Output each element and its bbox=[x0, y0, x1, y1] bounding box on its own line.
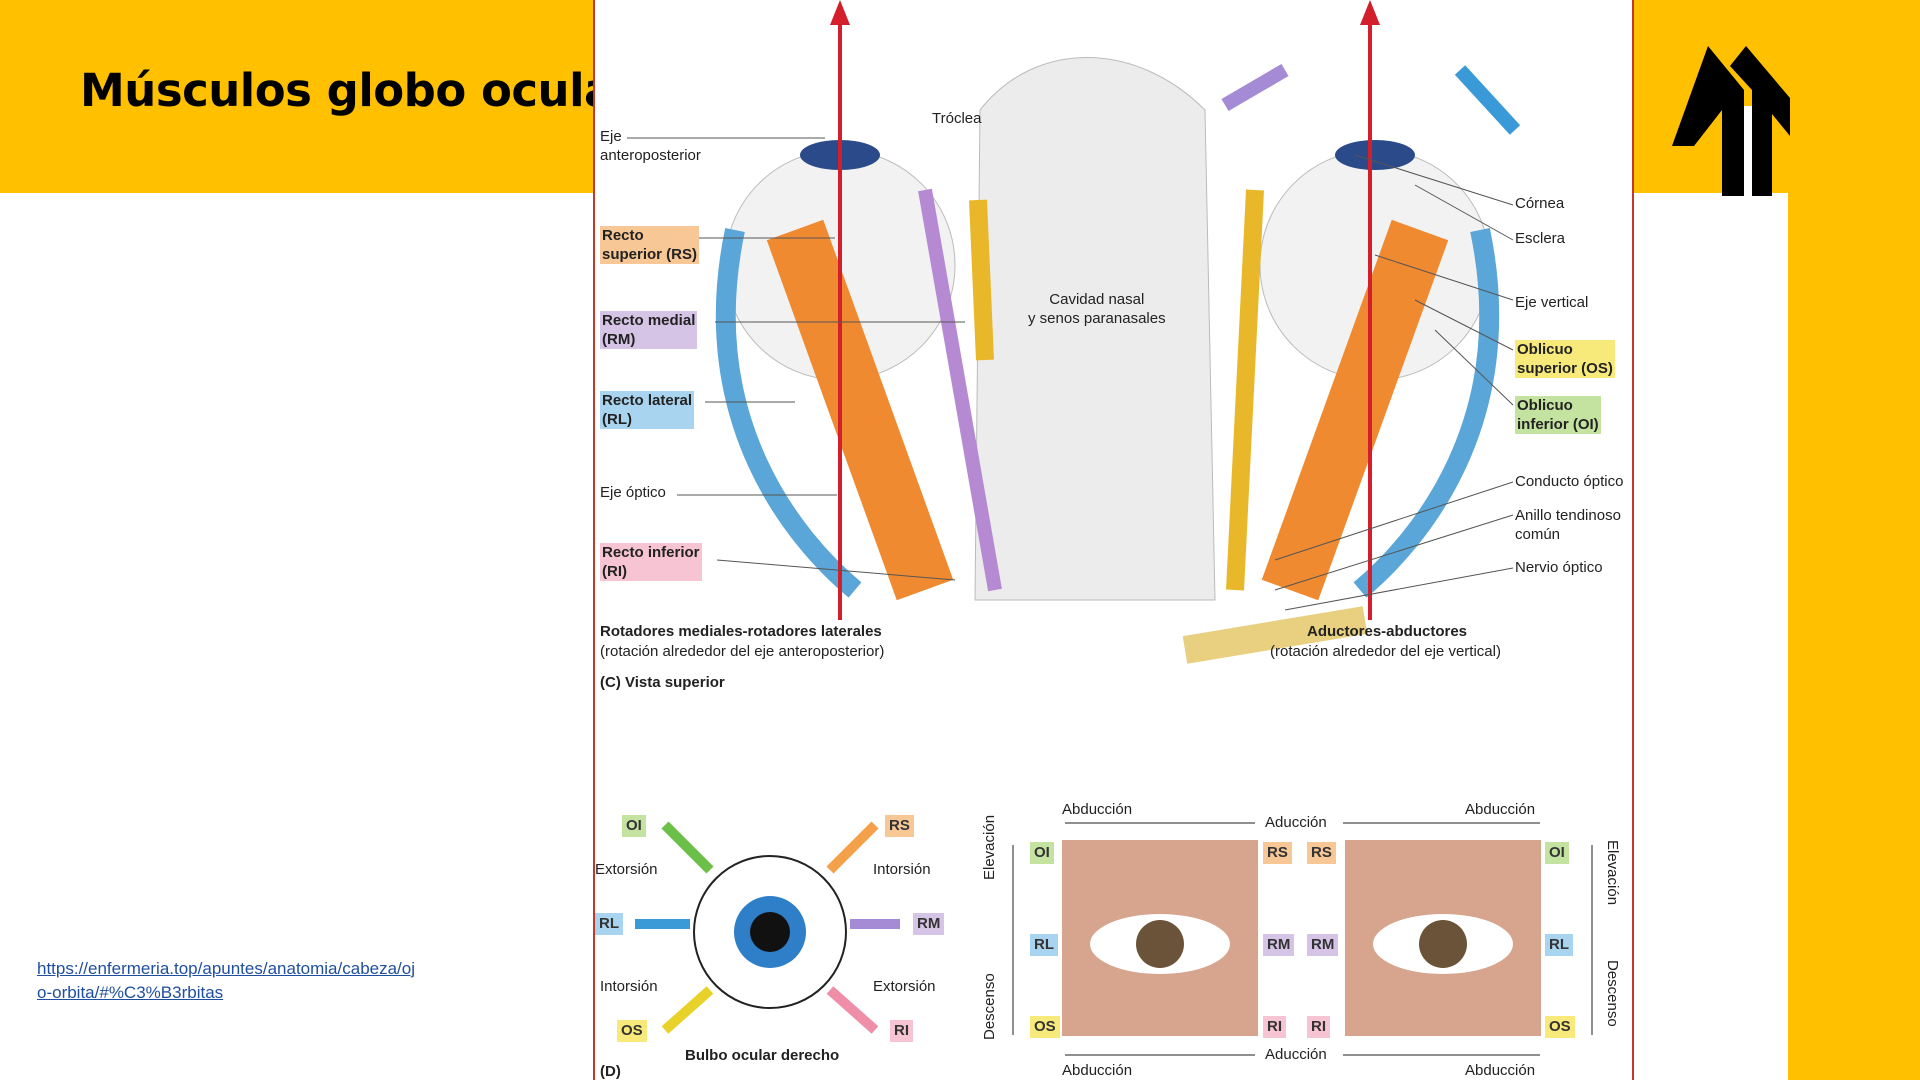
label-elevacion-right: Elevación bbox=[1604, 840, 1621, 906]
photo-box-oi-right: OI bbox=[1545, 842, 1569, 864]
label-descenso-right: Descenso bbox=[1604, 960, 1621, 1027]
box-os: OS bbox=[617, 1020, 647, 1042]
caption-rotadores-detail: (rotación alrededor del eje anteroposter… bbox=[600, 643, 885, 660]
label-recto-superior: Recto superior (RS) bbox=[600, 226, 700, 264]
title-band bbox=[0, 0, 593, 193]
photo-box-oi-left: OI bbox=[1030, 842, 1054, 864]
label-esclera: Esclera bbox=[1515, 230, 1566, 247]
box-oi: OI bbox=[622, 815, 646, 837]
label-recto-lateral-text: Recto lateral (RL) bbox=[600, 391, 695, 429]
photo-box-rl-left: RL bbox=[1030, 934, 1058, 956]
label-eje-anteroposterior: Eje anteroposterior bbox=[600, 128, 701, 164]
panel-label-d: (D) bbox=[600, 1063, 621, 1080]
label-abduccion-top-right: Abducción bbox=[1465, 801, 1536, 818]
slide-title: Músculos globo ocular bbox=[80, 64, 636, 117]
box-rl: RL bbox=[595, 913, 623, 935]
label-recto-medial-text: Recto medial (RM) bbox=[600, 311, 698, 349]
label-cornea: Córnea bbox=[1515, 195, 1565, 212]
label-elevacion-left: Elevación bbox=[981, 814, 998, 880]
label-eje-vertical: Eje vertical bbox=[1515, 294, 1589, 311]
box-ri: RI bbox=[890, 1020, 913, 1042]
label-abduccion-bottom-left: Abducción bbox=[1062, 1062, 1133, 1079]
label-anillo-tendinoso: Anillo tendinoso común bbox=[1515, 507, 1621, 543]
label-abduccion-top-left: Abducción bbox=[1062, 801, 1133, 818]
label-nervio-optico: Nervio óptico bbox=[1515, 559, 1603, 576]
label-recto-superior-text: Recto superior (RS) bbox=[600, 226, 700, 264]
label-troclea: Tróclea bbox=[932, 110, 982, 127]
box-rm: RM bbox=[913, 913, 945, 935]
box-rs: RS bbox=[885, 815, 914, 837]
photo-box-rm-left: RM bbox=[1263, 934, 1295, 956]
label-conducto-optico: Conducto óptico bbox=[1515, 473, 1624, 490]
caption-aductores: Aductores-abductores bbox=[1307, 623, 1468, 640]
label-aduccion-bottom: Aducción bbox=[1265, 1046, 1327, 1063]
double-up-arrow-icon bbox=[1672, 46, 1790, 196]
label-abduccion-bottom-right: Abducción bbox=[1465, 1062, 1536, 1079]
caption-aductores-detail: (rotación alrededor del eje vertical) bbox=[1270, 643, 1501, 660]
label-cavidad-nasal: Cavidad nasal y senos paranasales bbox=[1028, 291, 1166, 327]
caption-rotadores: Rotadores mediales-rotadores laterales bbox=[600, 623, 882, 640]
source-link[interactable]: https://enfermeria.top/apuntes/anatomia/… bbox=[37, 959, 416, 1002]
photo-box-ri-left: RI bbox=[1263, 1016, 1286, 1038]
label-oblicuo-inferior-text: Oblicuo inferior (OI) bbox=[1515, 396, 1601, 434]
label-recto-inferior-text: Recto inferior (RI) bbox=[600, 543, 702, 581]
photo-box-rs-left: RS bbox=[1263, 842, 1292, 864]
label-oblicuo-inferior: Oblicuo inferior (OI) bbox=[1515, 396, 1601, 434]
photo-box-os-left: OS bbox=[1030, 1016, 1060, 1038]
photo-box-rm-right: RM bbox=[1307, 934, 1339, 956]
panel-label-c: (C) Vista superior bbox=[600, 674, 725, 691]
photo-box-os-right: OS bbox=[1545, 1016, 1575, 1038]
right-accent-sidebar bbox=[1788, 193, 1920, 1080]
anatomy-illustration bbox=[627, 0, 1593, 1056]
label-extorsion-left: Extorsión bbox=[595, 861, 658, 878]
label-descenso-left: Descenso bbox=[981, 973, 998, 1040]
label-recto-inferior: Recto inferior (RI) bbox=[600, 543, 702, 581]
label-recto-lateral: Recto lateral (RL) bbox=[600, 391, 695, 429]
label-oblicuo-superior: Oblicuo superior (OS) bbox=[1515, 340, 1615, 378]
photo-box-rl-right: RL bbox=[1545, 934, 1573, 956]
caption-bulbo-ocular: Bulbo ocular derecho bbox=[685, 1047, 840, 1064]
label-extorsion-right: Extorsión bbox=[873, 978, 936, 995]
photo-box-ri-right: RI bbox=[1307, 1016, 1330, 1038]
label-recto-medial: Recto medial (RM) bbox=[600, 311, 698, 349]
anatomy-figure: Eje anteroposterior Recto superior (RS) … bbox=[593, 0, 1634, 1080]
photo-box-rs-right: RS bbox=[1307, 842, 1336, 864]
label-intorsion-right: Intorsión bbox=[873, 861, 931, 878]
label-aduccion-top: Aducción bbox=[1265, 814, 1327, 831]
label-oblicuo-superior-text: Oblicuo superior (OS) bbox=[1515, 340, 1615, 378]
label-intorsion-left: Intorsión bbox=[600, 978, 658, 995]
label-eje-optico: Eje óptico bbox=[600, 484, 666, 501]
